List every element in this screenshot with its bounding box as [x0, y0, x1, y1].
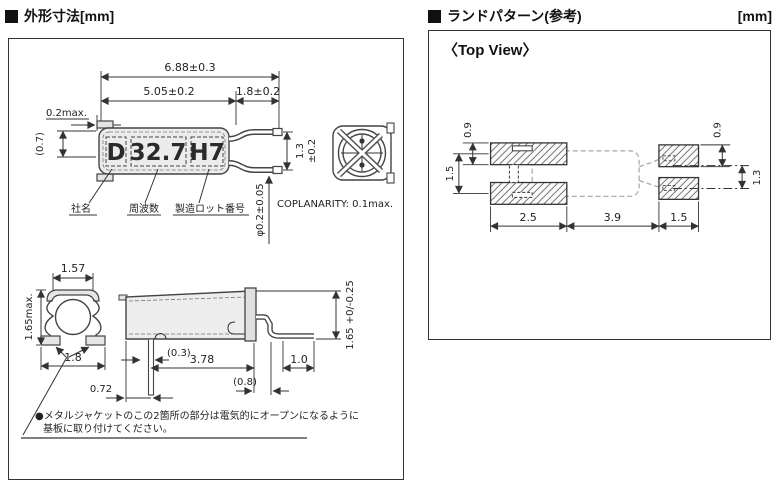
outline-front-view: 1.57 1.65max. 1.8 [22, 262, 106, 436]
dim-pad-height-right: 0.9 [712, 122, 723, 138]
mounting-note: ●メタルジャケットのこの2箇所の部分は電気的にオープンになるように 基板に取り付… [21, 409, 359, 439]
outline-drawing-panel: 6.88±0.3 5.05±0.2 1.8±0.2 0.2max. (0.7) … [8, 38, 404, 480]
dim-window-height: (0.7) [35, 132, 46, 156]
label-frequency: 周波数 [129, 202, 159, 215]
outline-section-header: 外形寸法[mm] [5, 6, 400, 26]
dim-lead-length: 1.8±0.2 [236, 85, 280, 98]
dim-lead-pitch-value: 1.3 [295, 143, 306, 159]
dim-tab-protrusion: 0.2max. [46, 108, 87, 119]
dim-bend-offset: (0.8) [233, 377, 257, 388]
coplanarity-note: COPLANARITY: 0.1max. [277, 199, 393, 210]
dim-lead-to-bend: 3.78 [190, 353, 215, 366]
outline-section-title: 外形寸法[mm] [24, 8, 115, 24]
lead-fork [228, 127, 283, 175]
land-section-title: ランドパターン(参考) [447, 8, 582, 24]
note-line-2: 基板に取り付けてください。 [43, 422, 173, 435]
dim-pad-width-left: 2.5 [520, 211, 537, 224]
dim-pad-pitch-left: 1.5 [445, 166, 456, 182]
label-lot: 製造ロット番号 [175, 202, 245, 215]
note-line-1: ●メタルジャケットのこの2箇所の部分は電気的にオープンになるように [35, 409, 359, 422]
land-pattern-panel: 〈Top View〉 [428, 30, 771, 340]
dim-pad-pitch-right: 1.3 [752, 170, 763, 186]
dim-lead-diameter: φ0.2±0.05 [255, 183, 266, 236]
top-view-label: 〈Top View〉 [443, 42, 538, 59]
dim-lead-inset: (0.3) [167, 348, 191, 359]
outline-drawing: 6.88±0.3 5.05±0.2 1.8±0.2 0.2max. (0.7) … [21, 61, 395, 439]
dim-jacket-top-width: 1.57 [61, 262, 86, 275]
end-view [332, 122, 395, 184]
dim-mounted-height: 1.65 +0/-0.25 [345, 280, 356, 349]
dim-lead-position: 0.72 [90, 384, 112, 395]
dim-jacket-height: 1.65max. [24, 293, 35, 340]
land-section-unit: [mm] [737, 8, 772, 24]
dim-lead-pitch-tol: ±0.2 [307, 139, 318, 163]
dim-center-span: 3.9 [604, 211, 621, 224]
section-square-icon [428, 9, 441, 23]
dim-overall-length: 6.88±0.3 [164, 61, 215, 74]
marking-company-code: D [106, 140, 125, 166]
label-company: 社名 [71, 202, 91, 215]
dim-pad-height-left: 0.9 [463, 122, 474, 138]
outline-side-view: 1.65 +0/-0.25 (0.3) 3.78 1.0 (0.8) 0.72 [90, 280, 356, 402]
dim-foot-span: 1.8 [64, 351, 82, 364]
component-hidden-outline [531, 150, 664, 198]
dim-body-length: 5.05±0.2 [143, 85, 194, 98]
section-square-icon [5, 9, 18, 23]
marking-lot: H7 [189, 140, 224, 166]
dim-pad-width-right: 1.5 [670, 211, 687, 224]
dim-foot-length: 1.0 [290, 353, 308, 366]
marking-frequency: 32.7 [130, 140, 187, 166]
land-pattern-drawing: 0.9 1.5 0.9 1.3 2.5 3.9 1.5 [445, 122, 763, 233]
outline-top-view: 6.88±0.3 5.05±0.2 1.8±0.2 0.2max. (0.7) … [35, 61, 395, 244]
land-section-header: ランドパターン(参考) [mm] [428, 6, 772, 26]
